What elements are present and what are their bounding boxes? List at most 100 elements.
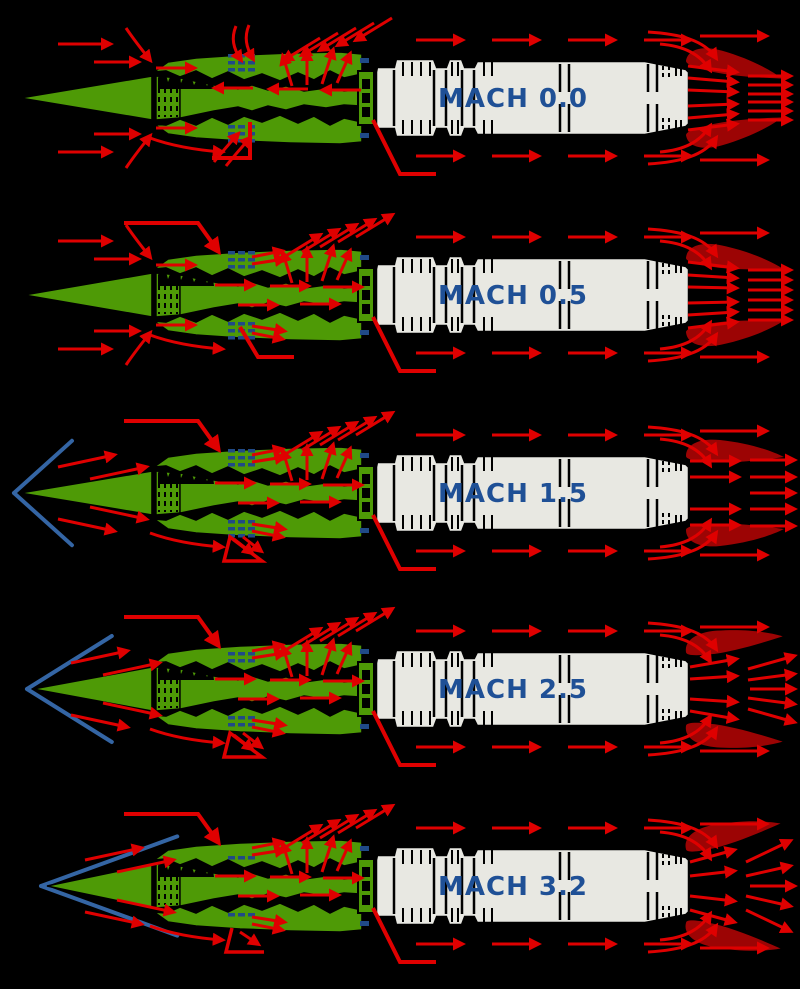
door-dash <box>228 520 235 524</box>
engine-row-mach-1-5: MACH 1.5 <box>12 410 798 571</box>
airflow-curved-arrow <box>149 727 226 749</box>
spike-cone <box>19 75 153 121</box>
face-door-dash <box>360 528 369 533</box>
airflow-arrow <box>689 670 740 684</box>
door-dash <box>228 61 235 65</box>
spike-cone <box>32 666 153 712</box>
airflow-arrow <box>689 654 740 669</box>
shock-wave-lower <box>12 491 74 548</box>
airflow-arrow <box>251 647 288 661</box>
mach-label: MACH 0.0 <box>438 84 588 114</box>
inlet-spike <box>19 459 361 516</box>
airflow-arrow <box>687 270 740 285</box>
spike-support-struts <box>158 261 214 286</box>
airflow-curved-arrow <box>124 27 153 64</box>
airflow-arrow <box>89 505 150 524</box>
airflow-arrow <box>251 921 286 935</box>
airflow-arrow <box>320 637 337 676</box>
airflow-arrow <box>689 694 740 708</box>
guide-vane-slot <box>362 670 370 680</box>
door-dash <box>238 251 245 255</box>
airflow-arrows <box>84 803 770 955</box>
door-dash <box>238 258 245 262</box>
airflow-arrow <box>335 838 353 872</box>
guide-vane-slot <box>362 895 370 905</box>
face-door-dash <box>360 255 369 260</box>
airflow-arrow <box>747 668 798 682</box>
door-dash <box>228 456 235 460</box>
inlet-leader-line <box>124 812 222 847</box>
airflow-arrow <box>251 246 286 260</box>
airflow-arrow <box>319 616 360 643</box>
airflow-arrow <box>337 415 378 442</box>
door-dash <box>238 913 245 917</box>
airflow-arrow <box>335 641 353 675</box>
spill-open-symbol <box>223 927 264 954</box>
airflow-arrow <box>242 535 265 554</box>
airflow-arrow <box>687 295 740 309</box>
airflow-arrow <box>320 46 337 85</box>
door-dash <box>228 716 235 720</box>
airflow-arrow <box>251 330 286 344</box>
airflow-arrow <box>689 865 738 879</box>
door-dash <box>248 659 255 663</box>
bypass-doors-bottom <box>228 520 255 538</box>
door-dash <box>248 913 255 917</box>
airflow-arrow <box>301 621 342 648</box>
inlet-leader-line <box>124 615 222 650</box>
engine-stage-lines <box>392 457 682 529</box>
door-dash <box>238 139 245 143</box>
guide-vane-slot <box>362 107 370 117</box>
airflow-arrow <box>687 97 740 111</box>
shock-wave-upper <box>25 634 114 691</box>
airflow-arrow <box>319 813 360 840</box>
door-dash <box>248 61 255 65</box>
door-dash <box>228 463 235 467</box>
airflow-arrow <box>102 658 163 677</box>
airflow-curved-arrow <box>124 132 153 169</box>
airflow-curved-arrow <box>149 531 226 553</box>
leader-lines <box>124 812 436 964</box>
leader-lines <box>124 419 436 571</box>
spike-support-struts <box>158 459 214 484</box>
door-dash <box>228 913 235 917</box>
guide-vane-slot <box>362 93 370 103</box>
door-dash <box>248 68 255 72</box>
airflow-arrow <box>335 50 353 84</box>
door-dash <box>228 336 235 340</box>
mach-label: MACH 0.5 <box>438 281 588 311</box>
door-dash <box>228 723 235 727</box>
face-door-dash <box>360 649 369 654</box>
airflow-curved-arrow <box>659 830 713 862</box>
door-dash <box>238 856 245 860</box>
door-dash <box>248 329 255 333</box>
airflow-arrow <box>687 108 740 122</box>
airflow-arrow <box>301 227 342 254</box>
airflow-arrow <box>301 425 342 452</box>
door-dash <box>228 125 235 129</box>
airflow-curved-arrow <box>659 633 713 665</box>
bypass-doors-top <box>228 652 255 663</box>
door-dash <box>228 329 235 333</box>
engine-body <box>374 452 691 534</box>
bypass-doors-bottom <box>228 913 255 917</box>
guide-vane-slot <box>362 488 370 498</box>
airflow-arrow <box>687 74 740 88</box>
airflow-curved-arrow <box>659 910 713 942</box>
airflow-arrow <box>320 441 337 480</box>
airflow-curved-arrow <box>149 136 226 158</box>
airflow-arrow <box>319 420 360 447</box>
doors-leader-line <box>212 122 252 160</box>
door-dash <box>248 856 255 860</box>
airflow-arrow <box>251 724 286 738</box>
door-dash <box>248 527 255 531</box>
doors-leader-line <box>238 325 294 359</box>
door-dash <box>248 534 255 538</box>
airflow-arrow <box>352 16 393 43</box>
airflow-arrow <box>745 861 794 878</box>
door-dash <box>238 520 245 524</box>
shock-wave-upper <box>39 834 180 888</box>
airflow-arrow <box>689 893 738 907</box>
airflow-arrow <box>320 243 337 282</box>
